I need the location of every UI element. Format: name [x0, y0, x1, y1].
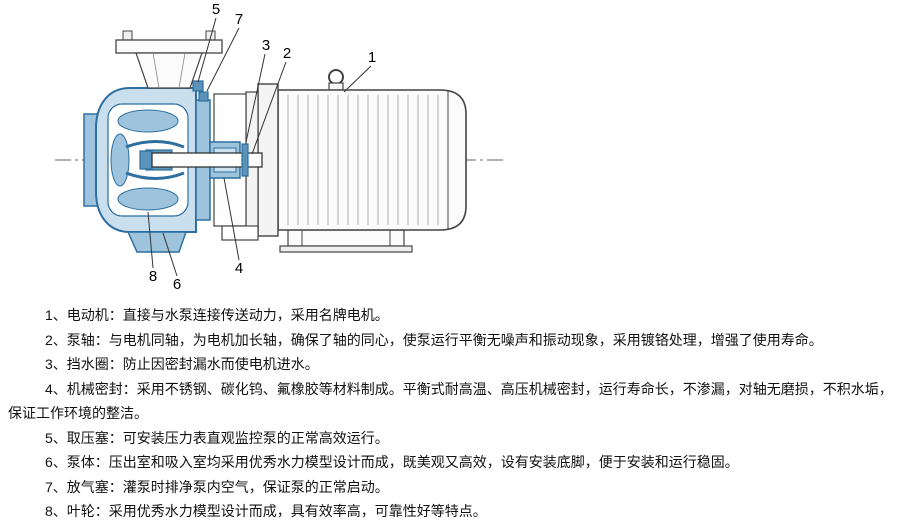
motor-cooling-fins	[287, 95, 439, 225]
discharge-flange	[115, 30, 223, 89]
flange-plate	[115, 39, 223, 54]
part-description-4: 4、机械密封：采用不锈钢、碳化钨、氟橡胶等材料制成。平衡式耐高温、高压机械密封，…	[8, 380, 893, 422]
callout-5: 5	[212, 1, 220, 18]
callout-6: 6	[173, 276, 181, 293]
pump-shaft	[151, 152, 263, 168]
discharge-neck	[135, 52, 203, 89]
volute-passage-left	[110, 133, 130, 187]
pump-cross-section-figure: 5 7 3 2 1 8 6 4	[0, 0, 560, 300]
part-description-6: 6、泵体：压出室和吸入室均采用优秀水力模型设计而成，既美观又高效，设有安装底脚，…	[45, 454, 739, 470]
impeller-shroud-top	[125, 140, 185, 149]
lifting-eye-icon	[328, 69, 344, 85]
motor	[245, 69, 467, 253]
motor-foot-block	[287, 229, 405, 247]
casing-bottom-lobe	[126, 231, 188, 253]
volute-passage-bottom	[117, 187, 179, 211]
callout-3: 3	[262, 37, 270, 54]
impeller-shroud-bottom	[125, 171, 185, 180]
part-description-1: 1、电动机：直接与水泵连接传送动力，采用名牌电机。	[45, 307, 389, 323]
flange-bolt-left	[122, 30, 133, 41]
part-description-5: 5、取压塞：可安装压力表直观监控泵的正常高效运行。	[45, 429, 389, 446]
motor-body	[277, 89, 467, 231]
pump-casing	[83, 80, 263, 253]
callout-1: 1	[368, 49, 376, 66]
callout-numbers: 5 7 3 2 1 8 6 4	[149, 1, 376, 293]
part-description-2: 2、泵轴：与电机同轴，为电机加长轴，确保了轴的同心，使泵运行平衡无噪声和振动现象…	[45, 331, 823, 348]
callout-7: 7	[235, 11, 243, 28]
callout-8: 8	[149, 268, 157, 285]
motor-base-plate	[279, 245, 413, 253]
impeller-nut	[139, 150, 153, 170]
callout-2: 2	[283, 45, 291, 62]
callout-4: 4	[235, 260, 243, 277]
pump-diagram-svg: 5 7 3 2 1 8 6 4	[55, 1, 505, 293]
volute-passage-top	[117, 109, 179, 133]
air-release-plug	[198, 91, 209, 102]
part-description-8: 8、叶轮：采用优秀水力模型设计而成，具有效率高，可靠性好等特点。	[45, 503, 487, 519]
part-description-7: 7、放气塞：灌泵时排净泵内空气，保证泵的正常启动。	[45, 478, 389, 495]
leader-lines	[147, 17, 372, 277]
part-description-3: 3、挡水圈：防止因密封漏水而使电机进水。	[45, 356, 319, 372]
parts-description-list: 1、电动机：直接与水泵连接传送动力，采用名牌电机。 2、泵轴：与电机同轴，为电机…	[8, 303, 894, 524]
bracket-leg	[221, 225, 259, 241]
pressure-plug	[192, 80, 204, 92]
water-slinger-ring	[241, 143, 249, 177]
